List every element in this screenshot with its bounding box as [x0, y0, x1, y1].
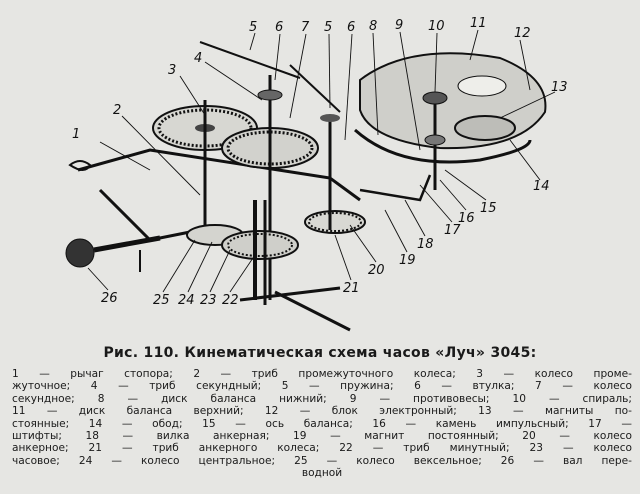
label-16: 16 — [458, 211, 475, 226]
lever-end-drawing — [68, 160, 92, 171]
label-8: 8 — [369, 19, 377, 34]
label-12: 12 — [514, 26, 531, 41]
label-23: 23 — [200, 293, 217, 308]
kinematic-diagram: 1 2 3 4 5 6 7 5 6 8 9 10 11 12 13 14 15 … — [65, 16, 568, 332]
legend-line: штифты; 18 — вилка анкерная; 19 — магнит… — [12, 430, 632, 443]
label-11: 11 — [470, 16, 487, 31]
legend-line: секундное; 8 — диск баланса нижний; 9 — … — [12, 392, 632, 405]
legend-line: анкерное; 21 — триб анкерного колеса; 22… — [12, 442, 632, 455]
spring-left-drawing — [199, 41, 301, 79]
label-10: 10 — [428, 19, 445, 34]
label-20: 20 — [368, 263, 385, 278]
label-14: 14 — [533, 179, 550, 194]
label-4: 4 — [194, 51, 202, 66]
label-1: 1 — [72, 127, 80, 142]
leader-lines — [87, 29, 556, 293]
label-18: 18 — [417, 237, 434, 252]
spring-right-drawing — [289, 64, 341, 113]
label-22: 22 — [222, 293, 239, 308]
label-26: 26 — [101, 291, 118, 306]
label-6b: 6 — [347, 20, 355, 35]
legend-line: водной — [301, 467, 343, 480]
label-6a: 6 — [275, 20, 283, 35]
label-5a: 5 — [249, 20, 257, 35]
label-9: 9 — [395, 18, 403, 33]
legend-line: жуточное; 4 — триб секундный; 5 — пружин… — [12, 380, 632, 393]
balance-axis-drawing — [422, 91, 448, 190]
label-21: 21 — [343, 281, 360, 296]
setting-knob-drawing — [65, 235, 161, 272]
label-25: 25 — [153, 293, 170, 308]
legend-line: 11 — диск баланса верхний; 12 — блок эле… — [12, 405, 632, 418]
legend-line: 1 — рычаг стопора; 2 — триб промежуточно… — [12, 368, 632, 380]
lever-arm-drawing — [98, 188, 201, 242]
label-13: 13 — [551, 80, 568, 95]
legend-line: стоянные; 14 — обод; 15 — ось баланса; 1… — [12, 417, 632, 430]
legend-line: часовое; 24 — колесо центральное; 25 — к… — [12, 454, 632, 467]
diagram-svg: 1 2 3 4 5 6 7 5 6 8 9 10 11 12 13 14 15 … — [65, 16, 568, 332]
balance-disks-drawing — [354, 52, 547, 164]
escape-wheel-drawing — [304, 114, 366, 234]
figure-legend: 1 — рычаг стопора; 2 — триб промежуточно… — [12, 368, 632, 480]
label-5b: 5 — [324, 20, 332, 35]
label-19: 19 — [399, 253, 416, 268]
figure-caption-title: Рис. 110. Кинематическая схема часов «Лу… — [103, 345, 537, 361]
part-labels: 1 2 3 4 5 6 7 5 6 8 9 10 11 12 13 14 15 … — [72, 16, 568, 308]
stopper-lever-drawing — [77, 148, 361, 202]
label-15: 15 — [480, 201, 497, 216]
label-7: 7 — [301, 20, 310, 35]
second-wheel-drawing — [221, 75, 319, 300]
label-24: 24 — [178, 293, 195, 308]
motion-works-drawing — [186, 200, 351, 332]
label-2: 2 — [113, 103, 121, 118]
label-17: 17 — [444, 223, 461, 238]
pallet-fork-drawing — [359, 174, 432, 202]
label-3: 3 — [168, 63, 176, 78]
